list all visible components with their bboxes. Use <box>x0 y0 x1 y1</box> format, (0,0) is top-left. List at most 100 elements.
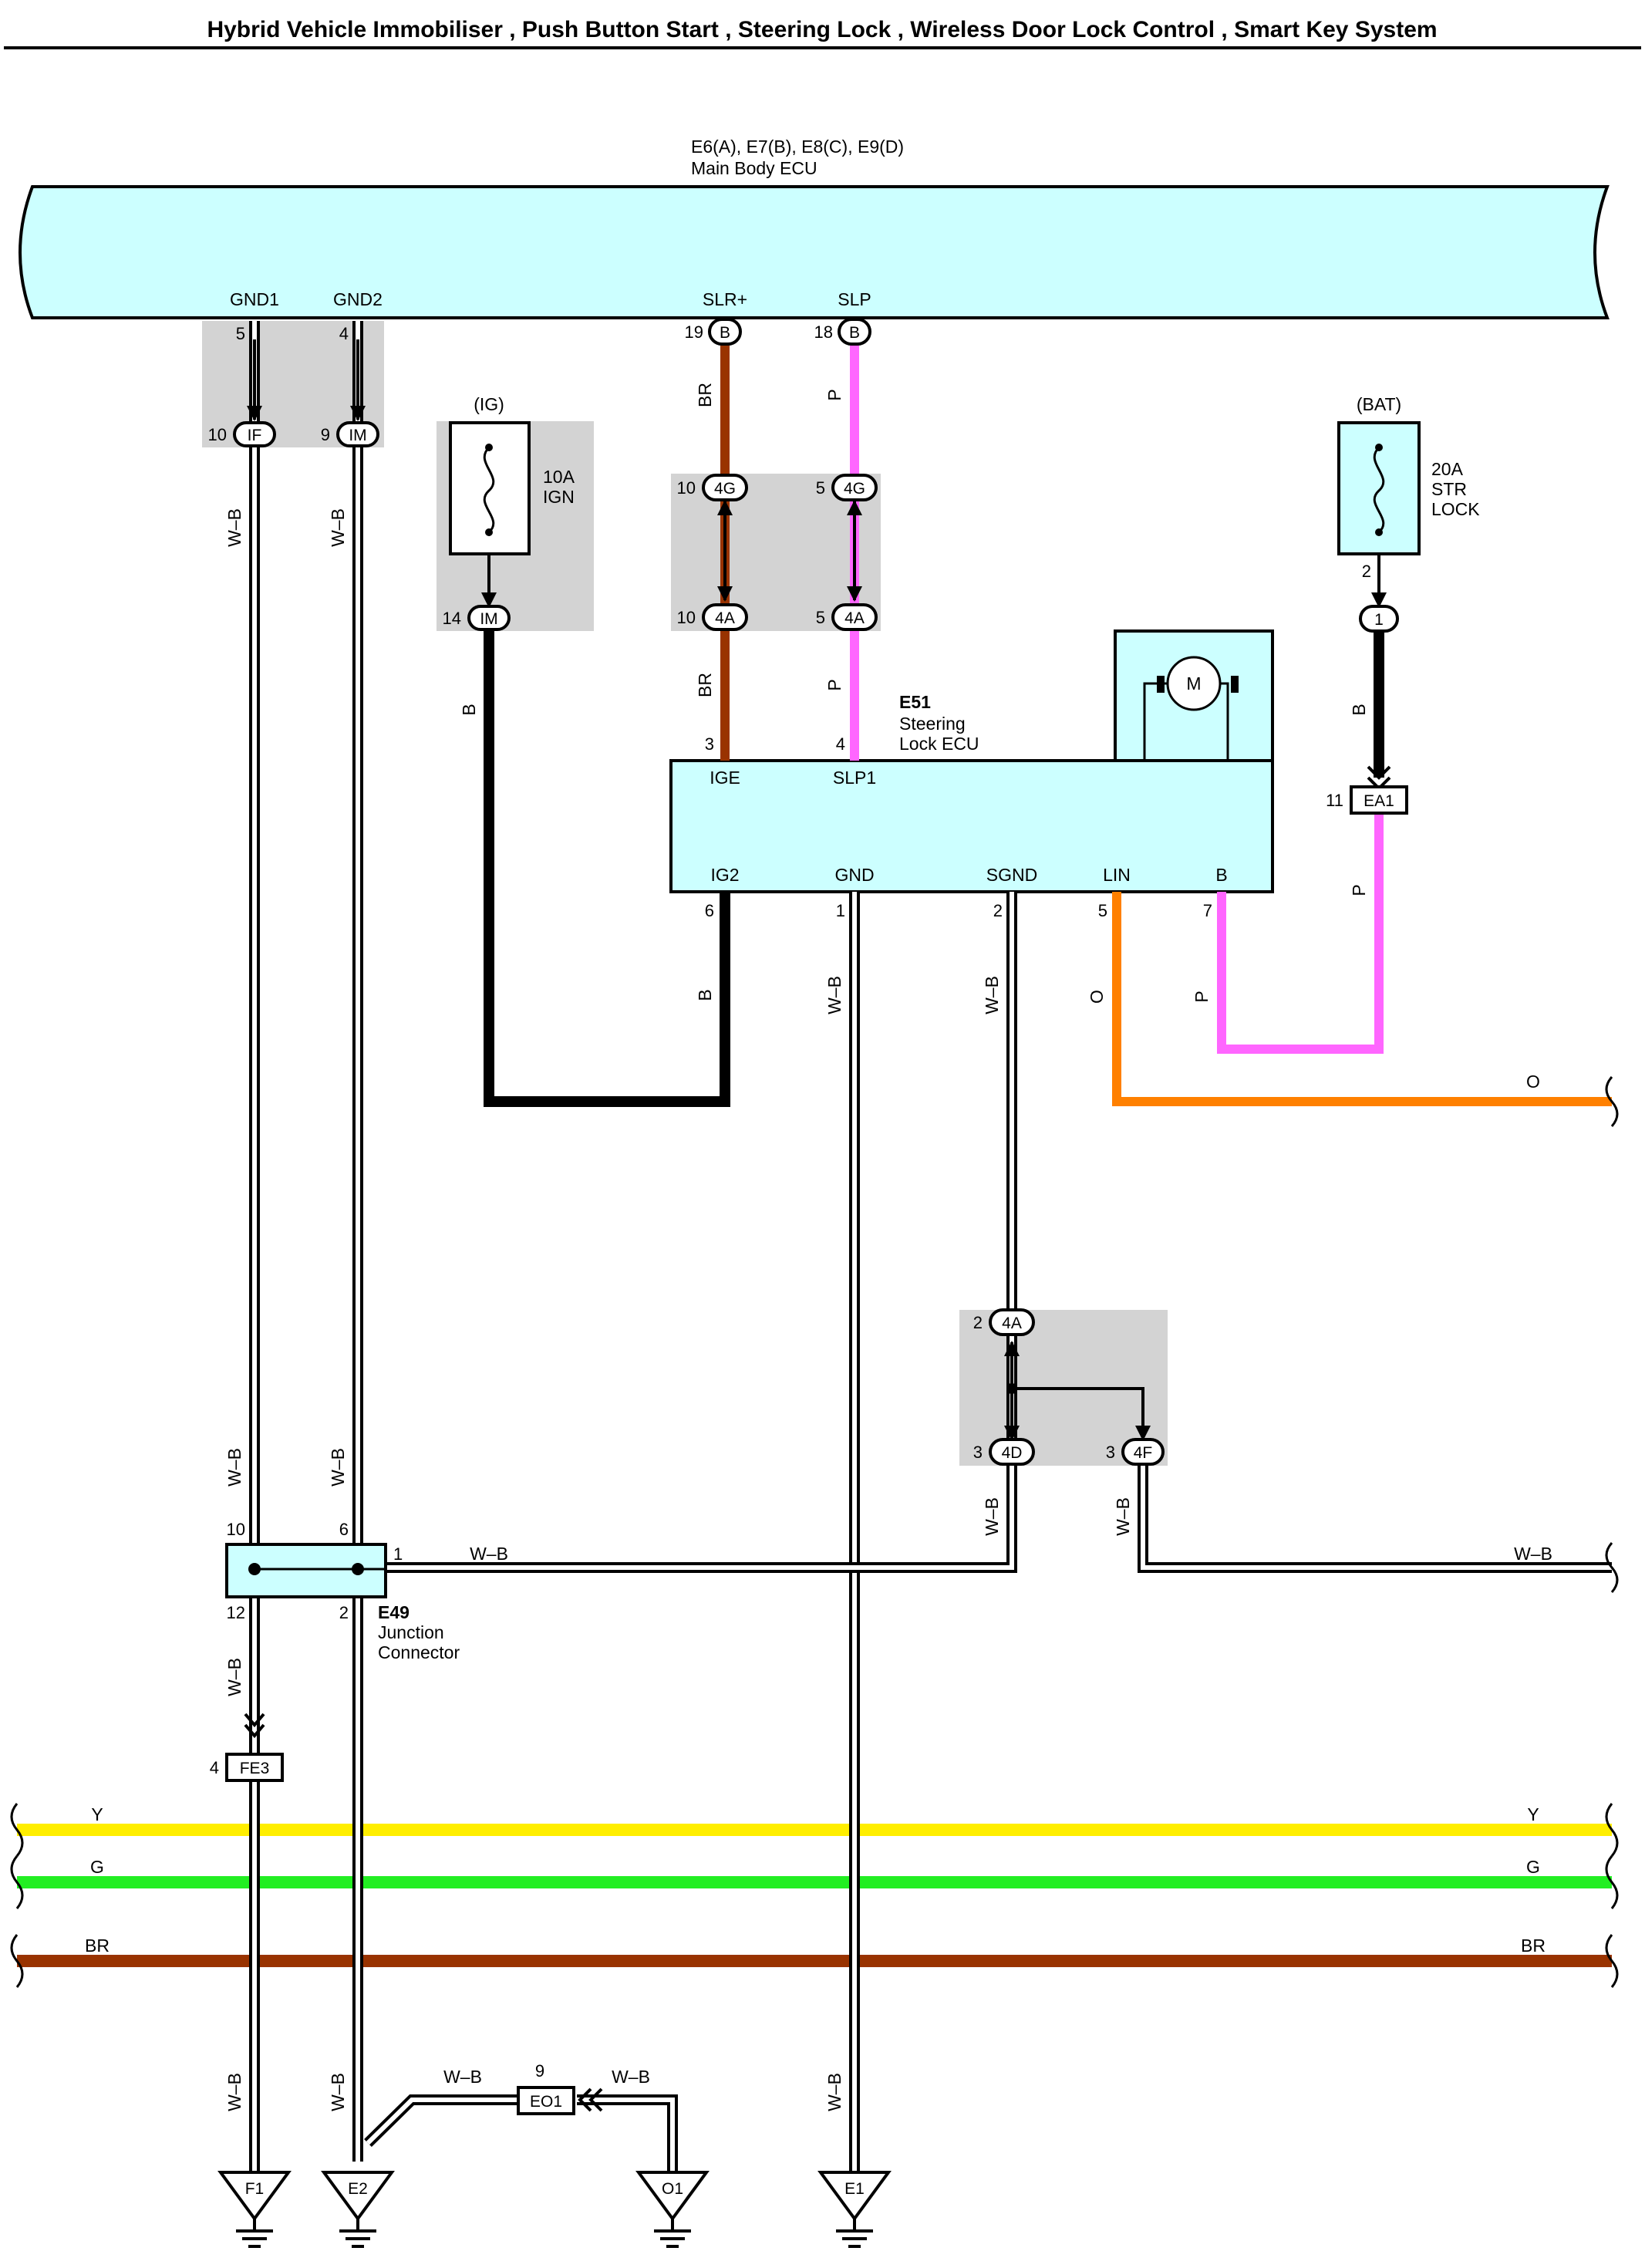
e49-name1: Junction <box>378 1622 444 1642</box>
pin-label-slr: SLR+ <box>703 289 747 309</box>
wire-lin-o <box>1112 892 1612 1106</box>
pin-label-b: B <box>1215 865 1227 885</box>
fuse-bat-name2: LOCK <box>1431 499 1480 519</box>
pin-label-gnd1: GND1 <box>230 289 279 309</box>
pin-label-slp1: SLP1 <box>833 768 876 788</box>
connector-4a-slr-pin: 10 <box>677 608 696 627</box>
wire-4f-out-label: W–B <box>1514 1544 1552 1564</box>
bus-y-label-right: Y <box>1527 1804 1539 1824</box>
motor-label: M <box>1186 673 1201 694</box>
steering-ecu-name1: Steering <box>899 714 966 734</box>
wl-sgnd: W–B <box>982 976 1002 1014</box>
connector-ea1-label: EA1 <box>1364 792 1394 810</box>
fuse-ig-icon <box>483 446 495 534</box>
wl-lin-out: O <box>1526 1072 1540 1092</box>
pin-num-slp1: 4 <box>836 734 845 754</box>
wl-gnd: W–B <box>824 976 844 1014</box>
fuse-ig-source: (IG) <box>474 394 504 414</box>
wl-gnd1-c: W–B <box>224 1658 244 1696</box>
pin-label-slp: SLP <box>838 289 871 309</box>
connector-eo1 <box>517 2086 575 2115</box>
motor-brush-right <box>1231 676 1239 693</box>
arrow-sgnd-branch <box>1012 1387 1151 1441</box>
ground-e2-label: E2 <box>348 2180 368 2198</box>
connector-im-ign-pin: 14 <box>443 609 461 628</box>
wire-b-p <box>1217 815 1384 1054</box>
ground-f1-label: F1 <box>245 2180 265 2198</box>
connector-4a-sgnd <box>989 1308 1035 1336</box>
wl-gnd2-b: W–B <box>328 1448 348 1487</box>
steering-ecu-code: E51 <box>899 692 931 712</box>
junction-connector-e49: E49 Junction Connector 10 6 1 12 2 W–B W… <box>225 1520 1552 1662</box>
connector-4a-slr <box>702 603 748 631</box>
main-body-ecu-name: Main Body ECU <box>691 158 817 178</box>
wl-eo1-o1: W–B <box>612 2067 650 2087</box>
wire-e2-eo1-inner <box>366 2098 518 2145</box>
pin-label-gnd2: GND2 <box>333 289 383 309</box>
wl-4f: W–B <box>1113 1497 1133 1536</box>
wl-b: P <box>1192 991 1212 1002</box>
fuse-bat-source: (BAT) <box>1357 394 1401 414</box>
connector-if-label: IF <box>248 427 262 444</box>
wl-e1-bottom: W–B <box>824 2073 844 2111</box>
steering-ecu-box <box>669 759 1274 893</box>
connector-4a-sgnd-label: 4A <box>1002 1315 1022 1332</box>
connector-fe3 <box>225 1753 284 1782</box>
connector-4g-slr <box>702 474 748 501</box>
connector-im-ign-label: IM <box>480 610 497 628</box>
break-lin-right <box>1605 1076 1619 1127</box>
fuse-ig-terminal-bottom <box>485 528 493 536</box>
arrows <box>244 339 1391 2112</box>
connector-4d <box>989 1438 1035 1466</box>
break-y-left <box>10 1803 24 1857</box>
chevron-eo1 <box>578 2087 603 2112</box>
wl-slp1: P <box>824 679 844 690</box>
pin-label-sgnd: SGND <box>986 865 1037 885</box>
connector-4f <box>1121 1438 1165 1466</box>
wire-ign-b <box>484 629 730 1107</box>
wl-ea1: P <box>1349 884 1369 896</box>
fuse-bat-icon <box>1373 446 1385 534</box>
connector-4a-slp <box>831 603 878 631</box>
motor-icon <box>1166 656 1222 711</box>
connector-4a-slp-pin: 5 <box>816 608 825 627</box>
bus-g-label-left: G <box>90 1857 104 1877</box>
connector-1-bat-label: 1 <box>1374 611 1384 629</box>
e49-pin-top1: 10 <box>227 1520 245 1539</box>
fuse-ig-name: IGN <box>543 487 575 507</box>
connector-4d-pin: 3 <box>973 1443 983 1462</box>
pin-label-ige: IGE <box>710 768 740 788</box>
ground-e2-icon <box>321 2171 395 2222</box>
connector-4a-slr-label: 4A <box>715 609 735 627</box>
e49-name2: Connector <box>378 1642 460 1662</box>
connector-4g-slr-label: 4G <box>714 480 736 498</box>
connector-4g-slp-pin: 5 <box>816 478 825 498</box>
e49-wire-out-label: W–B <box>470 1544 508 1564</box>
connector-4a-sgnd-pin: 2 <box>973 1313 983 1332</box>
wl-e2-eo1: W–B <box>443 2067 482 2087</box>
wl-ig2: B <box>695 989 715 1001</box>
connector-b-slp-label: B <box>849 324 860 342</box>
pin-label-lin: LIN <box>1103 865 1131 885</box>
bus-y-label-left: Y <box>91 1804 103 1824</box>
connector-if-pin: 10 <box>208 425 227 444</box>
sgnd-splice-dot <box>1006 1383 1017 1394</box>
page-title: Hybrid Vehicle Immobiliser , Push Button… <box>207 17 1437 42</box>
wire-eo1-o1-inner <box>577 2098 675 2185</box>
ground-o1-icon <box>635 2171 710 2222</box>
wl-slp-top: P <box>824 389 844 400</box>
chevron-fe3 <box>244 1713 265 1739</box>
wl-gnd2-a: W–B <box>328 508 348 547</box>
wl-e2: W–B <box>328 2073 348 2111</box>
pin-label-gnd: GND <box>834 865 874 885</box>
bus-br-label-right: BR <box>1521 1936 1546 1956</box>
connector-im-gnd2 <box>336 421 379 447</box>
wl-slr-top: BR <box>695 383 715 407</box>
grounds: F1 E2 O1 E1 <box>217 2171 892 2248</box>
fuse-bat-rating: 20A <box>1431 459 1464 479</box>
bus-g-label-right: G <box>1526 1857 1540 1877</box>
connector-ea1 <box>1350 785 1408 815</box>
main-body-ecu-box <box>19 185 1610 319</box>
connector-if <box>233 421 276 447</box>
pin-label-ig2: IG2 <box>710 865 739 885</box>
